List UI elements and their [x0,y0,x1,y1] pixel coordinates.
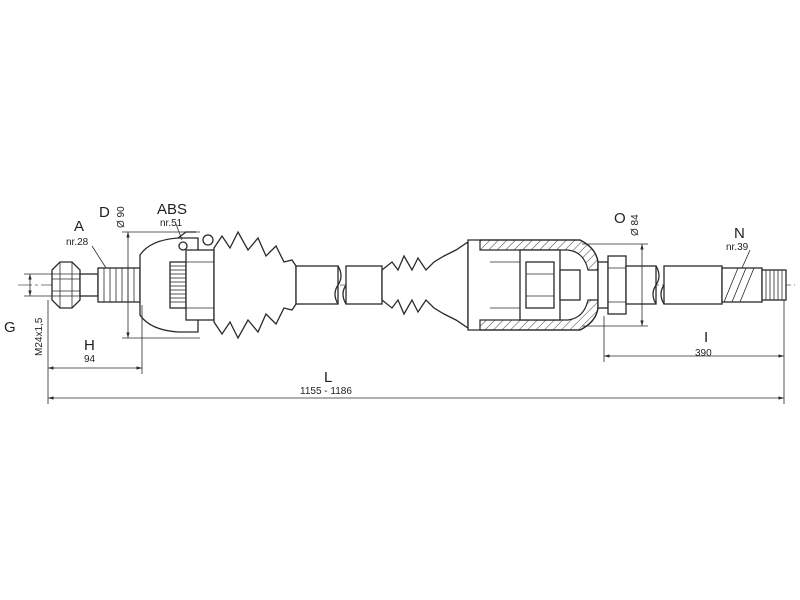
label-A-sub: nr.28 [66,237,89,248]
label-I-sub: 390 [695,348,712,359]
label-D: D [99,204,110,221]
label-L-sub: 1155 - 1186 [300,386,352,397]
label-ABS: ABS [157,201,187,218]
label-L: L [324,369,332,386]
left-stub [51,261,141,309]
label-A: A [74,218,84,235]
label-N-sub: nr.39 [726,242,749,253]
leader-ABS [175,223,183,241]
label-D-sub: Ø 90 [116,206,127,228]
outer-boot [213,230,297,340]
label-ABS-sub: nr.51 [160,218,183,229]
leader-A [91,245,107,269]
label-H: H [84,337,95,354]
label-I: I [704,329,708,346]
shaft-left [295,265,339,305]
label-G-sub: M24x1,5 [34,317,45,356]
label-O-sub: Ø 84 [630,214,641,236]
inner-boot [381,240,469,330]
label-H-sub: 94 [84,354,96,365]
shaft-mid [345,265,383,305]
right-stub [597,255,787,315]
inner-joint-housing [467,239,599,331]
outer-cv-joint [139,231,215,333]
label-O: O [614,210,626,227]
label-G: G [4,319,16,336]
label-N: N [734,225,745,242]
leader-N [741,249,751,269]
